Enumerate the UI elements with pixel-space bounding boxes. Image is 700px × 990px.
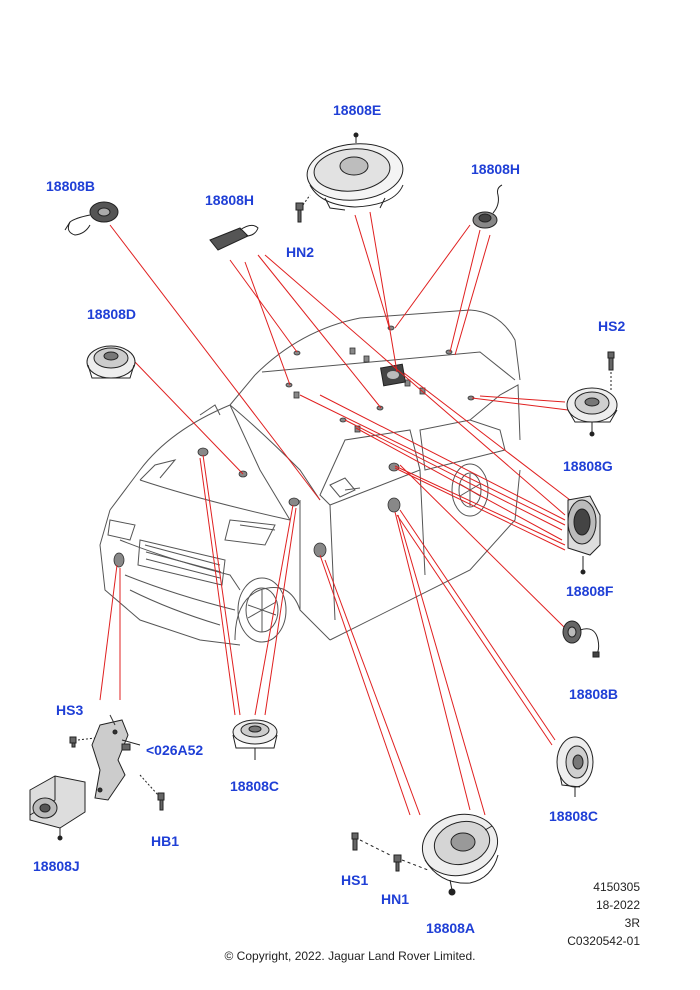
label-hn1: HN1 bbox=[381, 891, 410, 907]
ref-date: 18-2022 bbox=[595, 898, 640, 912]
label-18808h-left: 18808H bbox=[205, 192, 255, 208]
speaker-18808e-drawing bbox=[306, 132, 404, 211]
vehicle-outline bbox=[99, 309, 521, 646]
ref-code-2: C0320542-01 bbox=[567, 934, 640, 948]
label-18808g: 18808G bbox=[563, 458, 613, 474]
screw-hs2-drawing bbox=[607, 351, 615, 392]
label-hn2: HN2 bbox=[286, 244, 315, 260]
label-hs1: HS1 bbox=[341, 872, 369, 888]
bracket-drawing bbox=[91, 719, 141, 801]
speaker-18808b-right-drawing bbox=[562, 620, 600, 658]
speaker-18808b-top-drawing bbox=[64, 201, 119, 236]
speaker-18808c-mid-drawing bbox=[232, 719, 278, 760]
bracket-lines bbox=[109, 714, 116, 726]
label-18808b-top: 18808B bbox=[46, 178, 96, 194]
speaker-18808h-right-drawing bbox=[472, 184, 503, 229]
copyright-text: © Copyright, 2022. Jaguar Land Rover Lim… bbox=[224, 949, 476, 963]
screw-hn2-drawing bbox=[295, 194, 311, 223]
label-hs3: HS3 bbox=[56, 702, 84, 718]
leader-lines bbox=[99, 211, 571, 816]
speaker-18808a-drawing bbox=[421, 813, 499, 896]
bolt-hb1-drawing bbox=[139, 774, 165, 811]
label-18808f: 18808F bbox=[566, 583, 614, 599]
nut-hn1-drawing bbox=[393, 854, 429, 872]
speaker-18808g-drawing bbox=[566, 387, 618, 437]
label-18808e: 18808E bbox=[333, 102, 382, 118]
label-hs2: HS2 bbox=[598, 318, 626, 334]
label-hb1: HB1 bbox=[151, 833, 180, 849]
label-18808a: 18808A bbox=[426, 920, 476, 936]
speaker-18808h-left-drawing bbox=[209, 224, 259, 251]
label-18808j: 18808J bbox=[33, 858, 80, 874]
clip-026a52-drawing bbox=[121, 743, 131, 751]
label-18808c-right: 18808C bbox=[549, 808, 599, 824]
ref-revision: 3R bbox=[624, 916, 640, 930]
label-18808b-right: 18808B bbox=[569, 686, 619, 702]
label-18808h-right: 18808H bbox=[471, 161, 521, 177]
label-18808c-mid: 18808C bbox=[230, 778, 280, 794]
ref-code-1: 4150305 bbox=[593, 880, 640, 894]
screw-hs1-drawing bbox=[351, 832, 393, 857]
screw-hs3-drawing bbox=[69, 736, 96, 748]
speaker-18808d-drawing bbox=[86, 345, 136, 379]
roof-speaker-mount bbox=[380, 363, 406, 387]
speaker-18808c-right-drawing bbox=[556, 736, 594, 797]
speaker-18808f-drawing bbox=[567, 495, 601, 575]
amplifier-18808j-drawing bbox=[29, 775, 86, 841]
label-18808d: 18808D bbox=[87, 306, 137, 322]
label-026a52: <026A52 bbox=[146, 742, 204, 758]
vehicle-mount-points bbox=[113, 325, 475, 568]
